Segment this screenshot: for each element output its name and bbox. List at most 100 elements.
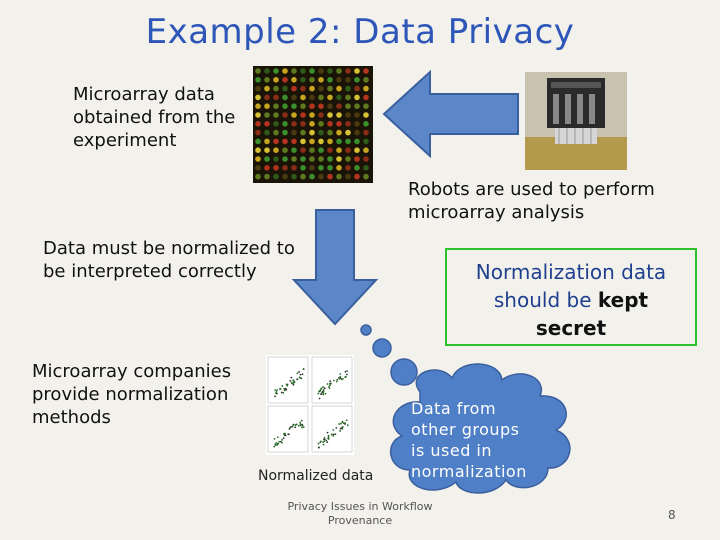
- microarray-spot: [273, 103, 279, 109]
- microarray-spot: [336, 165, 342, 171]
- microarray-spot: [363, 68, 369, 74]
- microarray-spot: [354, 156, 360, 162]
- microarray-spot: [291, 121, 297, 127]
- microarray-spot: [309, 112, 315, 118]
- microarray-spot: [273, 138, 279, 145]
- microarray-spot: [300, 165, 306, 171]
- microarray-spot: [282, 94, 288, 101]
- microarray-spot: [336, 121, 342, 127]
- microarray-spot: [264, 94, 270, 101]
- scatter-panel: [267, 356, 309, 404]
- microarray-spot: [255, 138, 261, 145]
- scatter-point: [345, 419, 348, 422]
- microarray-spot: [327, 147, 333, 153]
- scatter-point: [328, 384, 331, 387]
- microarray-spot: [309, 85, 315, 92]
- footer-text: Privacy Issues in Workflow Provenance: [287, 500, 433, 527]
- microarray-spot: [264, 68, 270, 74]
- scatter-point: [292, 423, 295, 426]
- microarray-spot: [363, 173, 369, 180]
- microarray-spot: [309, 121, 315, 127]
- scatter-point: [298, 371, 301, 373]
- microarray-spot: [264, 147, 270, 153]
- scatter-point: [322, 443, 325, 446]
- slide-title: Example 2: Data Privacy: [145, 12, 575, 52]
- scatter-point: [344, 422, 347, 425]
- microarray-spot: [345, 173, 351, 180]
- scatter-point: [276, 443, 279, 446]
- scatter-point: [332, 434, 335, 437]
- scatter-point: [292, 383, 295, 386]
- scatter-point: [318, 390, 321, 393]
- microarray-spot: [318, 68, 324, 74]
- microarray-spot: [273, 121, 279, 127]
- scatter-point: [335, 380, 338, 383]
- microarray-spot: [300, 103, 306, 109]
- microarray-spot: [354, 121, 360, 127]
- microarray-spot: [309, 173, 315, 180]
- microarray-spot: [327, 129, 333, 136]
- scatter-point: [300, 377, 303, 380]
- scatter-point: [288, 428, 291, 430]
- microarray-spot: [309, 156, 315, 162]
- microarray-spot: [354, 173, 360, 180]
- scatter-panel: [267, 405, 309, 453]
- microarray-spot: [309, 147, 315, 153]
- microarray-spot: [318, 112, 324, 118]
- scatter-point: [296, 378, 299, 381]
- microarray-spot: [309, 77, 315, 83]
- scatter-point: [274, 389, 277, 391]
- scatter-point: [301, 426, 303, 429]
- microarray-spot: [327, 121, 333, 127]
- microarray-spot: [255, 156, 261, 162]
- microarray-spot: [273, 85, 279, 92]
- microarray-spot: [282, 173, 288, 180]
- microarray-spot: [300, 121, 306, 127]
- scatter-point: [332, 429, 335, 431]
- scatter-point: [341, 377, 344, 380]
- scatter-point: [287, 433, 290, 436]
- microarray-spot: [300, 129, 306, 136]
- microarray-spot: [255, 147, 261, 153]
- robots-label: Robots are used to perform microarray an…: [408, 179, 655, 223]
- microarray-spot: [300, 173, 306, 180]
- scatter-point: [273, 437, 276, 440]
- microarray-spot: [273, 68, 279, 74]
- microarray-spot: [255, 103, 261, 109]
- scatter-point: [299, 373, 302, 376]
- microarray-spot: [273, 165, 279, 171]
- microarray-spot: [363, 77, 369, 83]
- scatter-point: [282, 391, 285, 394]
- normalized-data-caption: Normalized data: [258, 468, 374, 484]
- microarray-spot: [345, 129, 351, 136]
- microarray-spot: [300, 85, 306, 92]
- microarray-spot: [255, 121, 261, 127]
- microarray-spot: [363, 85, 369, 92]
- scatter-point: [338, 423, 341, 425]
- microarray-spot: [363, 147, 369, 153]
- normalize-label: Data must be normalized to be interprete…: [43, 238, 295, 282]
- scatter-point: [339, 375, 342, 378]
- microarray-spot: [336, 138, 342, 145]
- microarray-spot: [291, 156, 297, 162]
- microarray-spot: [336, 112, 342, 118]
- microarray-spot: [336, 77, 342, 83]
- scatter-point: [336, 378, 339, 381]
- microarray-spot: [336, 156, 342, 162]
- companies-label: Microarray companies provide normalizati…: [32, 361, 232, 428]
- microarray-spot: [282, 165, 288, 171]
- scatter-point: [329, 380, 332, 383]
- scatter-point: [284, 387, 287, 390]
- microarray-spot: [318, 85, 324, 92]
- scatter-point: [329, 383, 331, 385]
- microarray-spot: [291, 112, 297, 118]
- microarray-spot: [363, 121, 369, 127]
- scatter-point: [339, 427, 342, 430]
- microarray-spot: [345, 112, 351, 118]
- microarray-spot: [336, 129, 342, 136]
- scatter-point: [298, 376, 301, 379]
- microarray-spot: [318, 129, 324, 136]
- down-arrow-icon: [291, 209, 379, 326]
- microarray-spot: [273, 94, 279, 101]
- scatter-point: [286, 384, 289, 387]
